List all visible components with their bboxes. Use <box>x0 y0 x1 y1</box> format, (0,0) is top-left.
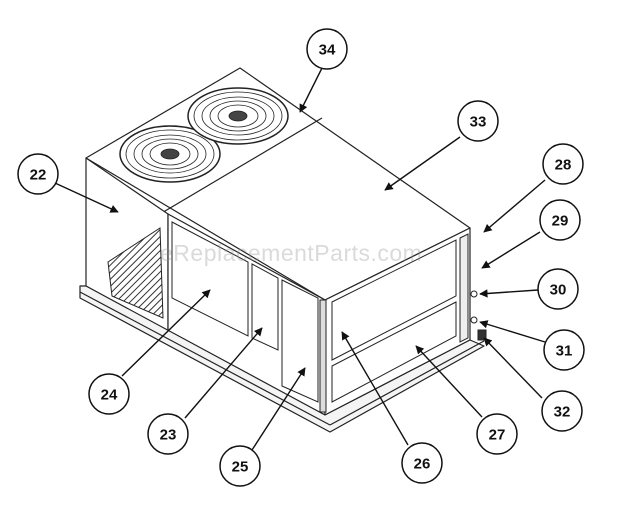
svg-text:22: 22 <box>30 167 47 184</box>
callout-30: 30 <box>537 268 579 310</box>
callout-32: 32 <box>541 390 583 432</box>
callout-25: 25 <box>219 445 261 487</box>
callout-34: 34 <box>306 28 348 70</box>
svg-text:29: 29 <box>552 213 569 230</box>
callout-27: 27 <box>476 413 518 455</box>
callout-29: 29 <box>539 199 581 241</box>
svg-text:25: 25 <box>232 459 249 476</box>
condenser-coil-grille <box>107 227 164 319</box>
svg-text:34: 34 <box>319 42 336 59</box>
callout-28: 28 <box>542 143 584 185</box>
callout-26: 26 <box>401 442 443 484</box>
port-30 <box>470 290 478 298</box>
svg-text:23: 23 <box>160 427 177 444</box>
svg-text:33: 33 <box>470 114 487 131</box>
end-panel <box>459 233 469 343</box>
upper-access-panel <box>331 239 457 361</box>
callout-23: 23 <box>147 413 189 455</box>
control-access-panel <box>251 263 279 351</box>
svg-text:24: 24 <box>101 387 118 404</box>
front-access-panels <box>171 221 327 413</box>
callout-22: 22 <box>17 153 59 195</box>
svg-text:28: 28 <box>555 157 572 174</box>
callout-31: 31 <box>543 329 585 371</box>
lower-access-panel <box>331 301 457 403</box>
callout-33: 33 <box>457 100 499 142</box>
svg-text:30: 30 <box>550 282 567 299</box>
svg-text:27: 27 <box>489 427 506 444</box>
svg-text:31: 31 <box>556 343 573 360</box>
svg-text:32: 32 <box>554 404 571 421</box>
port-31 <box>470 316 478 324</box>
callout-24: 24 <box>88 373 130 415</box>
port-32 <box>477 329 487 341</box>
right-access-panels <box>331 233 487 403</box>
filter-access-panel <box>281 279 319 403</box>
svg-text:26: 26 <box>414 456 431 473</box>
condenser-fans <box>119 87 289 183</box>
callout-layer: 34 33 28 29 30 31 32 22 24 23 25 26 27 <box>17 28 585 487</box>
compressor-access-panel <box>171 221 249 337</box>
